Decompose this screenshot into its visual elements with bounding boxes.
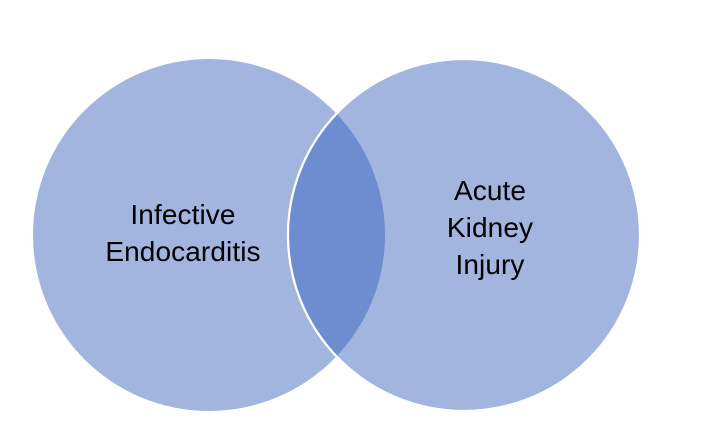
venn-circle-left[interactable] — [33, 59, 385, 411]
